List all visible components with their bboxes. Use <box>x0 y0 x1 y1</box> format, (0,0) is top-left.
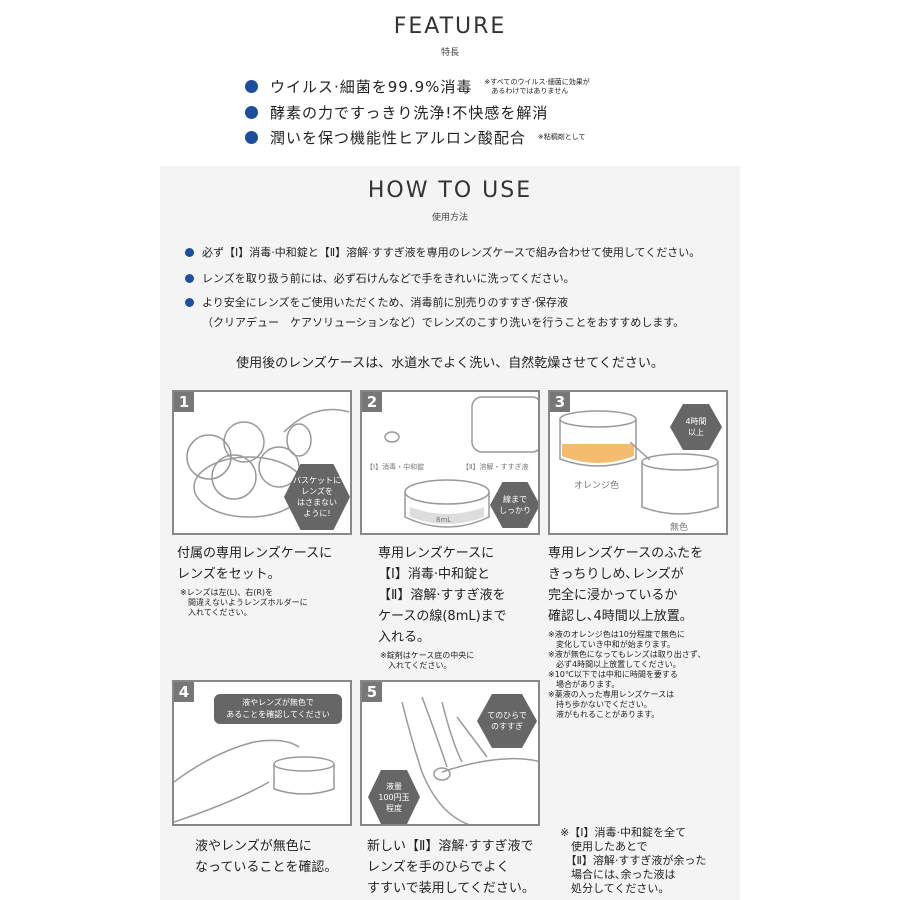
orange-label: オレンジ色 <box>574 481 620 491</box>
step-3-illustration: 3 4時間 以上 オレンジ色 無色 <box>548 390 728 535</box>
usage-text: レンズを取り扱う前には、必ず石けんなどで手をきれいに洗ってください。 <box>202 272 575 285</box>
bullet-icon <box>185 298 194 307</box>
step-1-illustration: 1 バスケットに レンズを はさまない ように! <box>172 390 352 535</box>
hand-rinsing-drawing <box>401 696 538 824</box>
bullet-icon <box>245 80 258 93</box>
hand-holding-case-drawing <box>174 739 335 823</box>
step-2-text: 専用レンズケースに 【Ⅰ】消毒·中和錠と 【Ⅱ】溶解·すすぎ液を ケースの線(8… <box>378 546 507 645</box>
bullet-icon <box>245 131 258 144</box>
step-2-note: ※錠剤はケース底の中央に 入れてください。 <box>380 651 475 670</box>
step-5-text: 新しい【Ⅱ】溶解·すすぎ液で レンズを手のひらでよく すすいで装用してください。 <box>367 839 535 896</box>
usage-bullet: レンズを取り扱う前には、必ず石けんなどで手をきれいに洗ってください。 <box>185 269 575 289</box>
feature-text: 酵素の力ですっきり洗浄!不快感を解消 <box>270 104 549 122</box>
feature-text: ウイルス·細菌を99.9%消毒 <box>270 78 473 96</box>
step-3-note: ※液のオレンジ色は10分程度で無色に 変化していき中和が始まります。 ※液が無色… <box>548 630 702 719</box>
how-to-use-subtitle: 使用方法 <box>431 213 468 223</box>
tablet-label: 【Ⅰ】消毒・中和錠 <box>366 463 425 471</box>
step-2-illustration: 2 【Ⅰ】消毒・中和錠 【Ⅱ】溶解・すすぎ液 8mL 線まで しっかり <box>360 390 540 535</box>
bullet-icon <box>245 106 258 119</box>
step-4-illustration: 4 液やレンズが無色で あることを確認してください <box>172 680 352 826</box>
bottle-and-case-drawing <box>384 396 538 528</box>
step-1-text: 付属の専用レンズケースに レンズをセット。 <box>177 546 333 582</box>
after-use-note: 使用後のレンズケースは、水道水でよく洗い、自然乾燥させてください。 <box>236 356 664 371</box>
clear-label: 無色 <box>670 523 689 533</box>
step-number: 2 <box>362 392 382 412</box>
feature-item: 潤いを保つ機能性ヒアルロン酸配合 ※粘稠剤として <box>245 127 586 148</box>
step-3-description: 専用レンズケースのふたを きっちりしめ､レンズが 完全に浸かっているか 確認し､… <box>548 543 703 720</box>
step-number: 4 <box>174 682 194 702</box>
feature-title: FEATURE <box>393 14 507 39</box>
badge: 4時間 以上 <box>670 404 722 450</box>
step-5-illustration: 5 てのひらで のすすぎ 液量 100円玉 程度 <box>360 680 540 826</box>
step-number: 3 <box>550 392 570 412</box>
usage-bullet: より安全にレンズをご使用いただくため、消毒前に別売りのすすぎ·保存液 （クリアデ… <box>185 293 684 333</box>
usage-text: より安全にレンズをご使用いただくため、消毒前に別売りのすすぎ·保存液 （クリアデ… <box>202 296 685 329</box>
feature-item: 酵素の力ですっきり洗浄!不快感を解消 <box>245 102 548 123</box>
feature-text: 潤いを保つ機能性ヒアルロン酸配合 <box>270 129 526 147</box>
step-1-description: 付属の専用レンズケースに レンズをセット。 ※レンズは左(L)、右(R)を 間違… <box>177 543 332 618</box>
feature-item: ウイルス·細菌を99.9%消毒 ※すべてのウイルス·細菌に効果が あるわけではあり… <box>245 76 590 97</box>
bullet-icon <box>185 274 194 283</box>
how-to-use-title: HOW TO USE <box>367 178 533 203</box>
badge: てのひらで のすすぎ <box>477 694 537 748</box>
speech-bubble: 液やレンズが無色で あることを確認してください <box>214 694 342 724</box>
step-3-text: 専用レンズケースのふたを きっちりしめ､レンズが 完全に浸かっているか 確認し､… <box>548 546 704 624</box>
feature-note: ※すべてのウイルス·細菌に効果が あるわけではありません <box>484 77 590 95</box>
step-2-description: 専用レンズケースに 【Ⅰ】消毒·中和錠と 【Ⅱ】溶解·すすぎ液を ケースの線(8… <box>378 543 507 671</box>
bullet-icon <box>185 248 194 257</box>
line-label: 8mL <box>436 516 452 524</box>
final-note: ※【Ⅰ】消毒·中和錠を全て 使用したあとで 【Ⅱ】溶解·すすぎ液が余った 場合に… <box>560 826 707 895</box>
step-1-note: ※レンズは左(L)、右(R)を 間違えないようレンズホルダーに 入れてください。 <box>180 588 308 617</box>
usage-text: 必ず【Ⅰ】消毒·中和錠と【Ⅱ】溶解·すすぎ液を専用のレンズケースで組み合わせて使… <box>202 246 701 259</box>
feature-note: ※粘稠剤として <box>537 133 586 141</box>
step-number: 5 <box>362 682 382 702</box>
step-4-text: 液やレンズが無色に なっていることを確認。 <box>195 839 338 875</box>
lens-case-drawing <box>186 408 350 518</box>
usage-bullet: 必ず【Ⅰ】消毒·中和錠と【Ⅱ】溶解·すすぎ液を専用のレンズケースで組み合わせて使… <box>185 243 700 263</box>
step-number: 1 <box>174 392 194 412</box>
feature-subtitle: 特長 <box>440 48 459 58</box>
case-color-change-drawing <box>559 410 719 515</box>
badge: バスケットに レンズを はさまない ように! <box>284 464 350 530</box>
solution-label: 【Ⅱ】溶解・すすぎ液 <box>462 463 529 471</box>
